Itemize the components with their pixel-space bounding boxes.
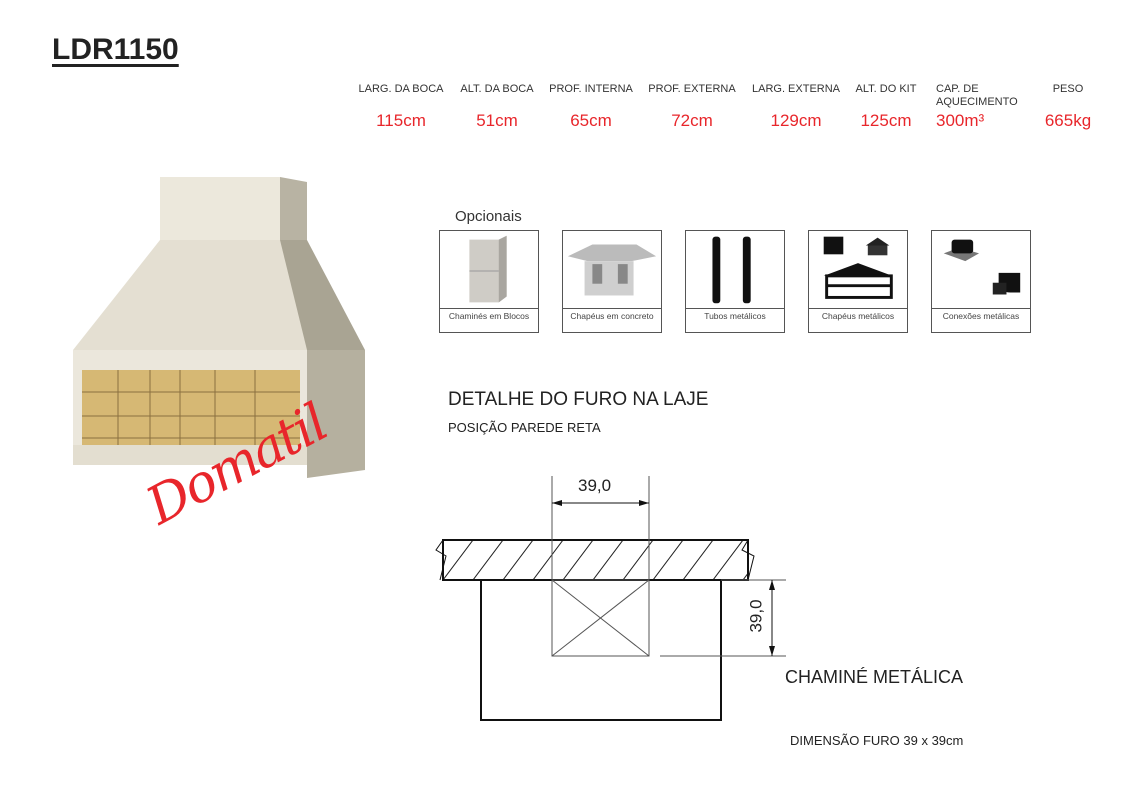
- chimney-label: CHAMINÉ METÁLICA: [785, 667, 964, 687]
- product-title: LDR1150: [52, 33, 179, 66]
- optionals-label: Opcionais: [455, 208, 522, 225]
- block-chimney-icon: [440, 235, 538, 309]
- dimension-depth: 39,0: [746, 599, 766, 633]
- optional-metal-tubes[interactable]: Tubos metálicos: [685, 230, 785, 333]
- metal-connection-icon: [932, 239, 1030, 309]
- optional-concrete-cap[interactable]: Chapéus em concreto: [562, 230, 662, 333]
- dimension-width: 39,0: [578, 476, 612, 495]
- metal-tube-icon: [686, 236, 784, 309]
- detail-subtitle: POSIÇÃO PAREDE RETA: [448, 420, 601, 435]
- optional-block-chimney[interactable]: Chaminés em Blocos: [439, 230, 539, 333]
- metal-cap-icon: [809, 236, 907, 309]
- concrete-cap-icon: [563, 244, 661, 309]
- fireplace-illustration: [73, 177, 365, 478]
- detail-title: DETALHE DO FURO NA LAJE: [448, 389, 709, 410]
- optional-metal-connections[interactable]: Conexões metálicas: [931, 230, 1031, 333]
- hole-dimension-label: DIMENSÃO FURO 39 x 39cm: [790, 733, 964, 748]
- optional-metal-caps[interactable]: Chapéus metálicos: [808, 230, 908, 333]
